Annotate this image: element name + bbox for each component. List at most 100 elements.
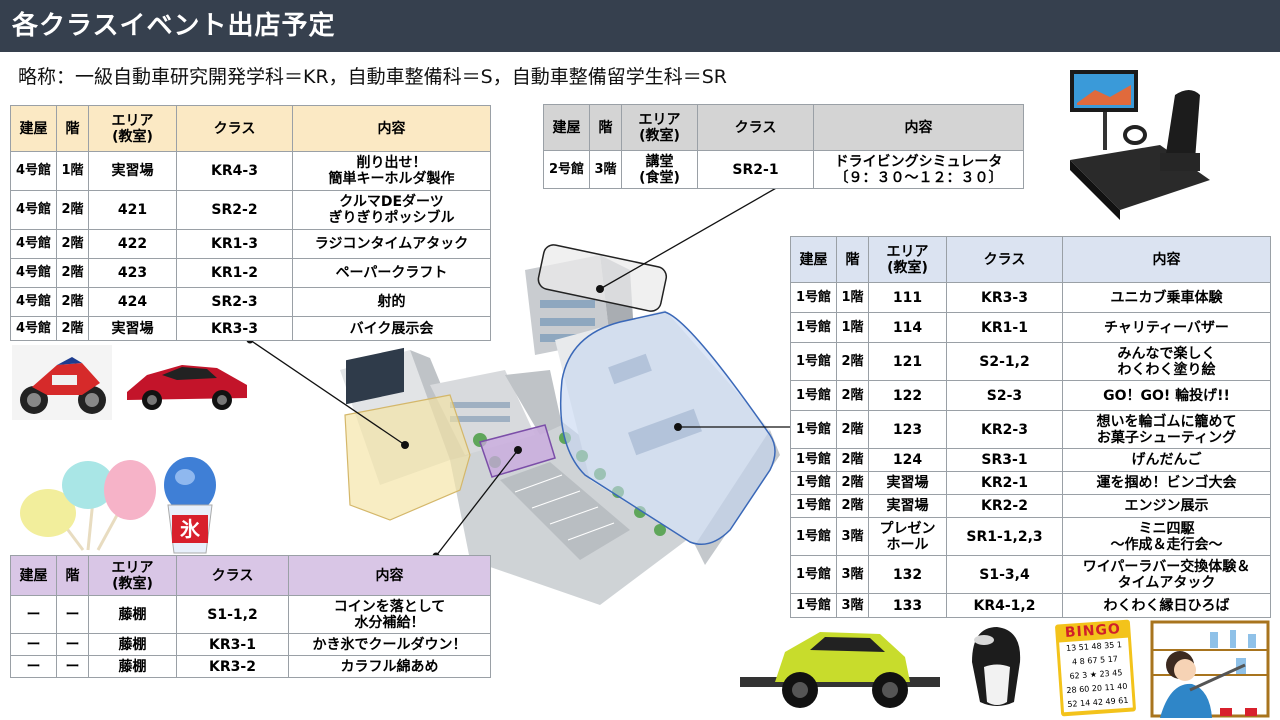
cell-class: S2-1,2 <box>946 342 1063 381</box>
cell-building: 1号館 <box>790 410 837 449</box>
cell-class: KR1-1 <box>946 312 1063 343</box>
cell-content: ユニカブ乗車体験 <box>1062 282 1271 313</box>
cell-floor: 2階 <box>56 316 89 341</box>
cell-content: 削り出せ！ 簡単キーホルダ製作 <box>292 151 491 191</box>
cell-building: 4号館 <box>10 258 57 288</box>
cell-content: ミニ四駆 ～作成＆走行会～ <box>1062 517 1271 556</box>
mini-4wd-image <box>740 632 940 708</box>
cell-floor: ー <box>56 595 89 634</box>
header-content: 内容 <box>813 104 1024 151</box>
header-floor: 階 <box>589 104 622 151</box>
cell-building: 4号館 <box>10 316 57 341</box>
cell-class: SR2-2 <box>176 190 293 230</box>
cell-floor: 3階 <box>836 555 869 594</box>
cell-class: KR2-2 <box>946 494 1063 518</box>
motorcycle-image <box>12 345 112 420</box>
cell-area: 133 <box>868 593 947 618</box>
cell-content: バイク展示会 <box>292 316 491 341</box>
cell-class: SR2-1 <box>697 150 814 189</box>
cell-floor: 3階 <box>589 150 622 189</box>
cell-floor: 2階 <box>56 258 89 288</box>
cell-floor: ー <box>56 655 89 678</box>
cell-content: かき氷でクールダウン！ <box>288 633 491 656</box>
unicub-image <box>972 627 1021 706</box>
cell-content: わくわく縁日ひろば <box>1062 593 1271 618</box>
cell-floor: 1階 <box>836 282 869 313</box>
cell-content: みんなで楽しく わくわく塗り絵 <box>1062 342 1271 381</box>
cell-floor: 2階 <box>56 229 89 259</box>
header-content: 内容 <box>1062 236 1271 283</box>
cell-area: 123 <box>868 410 947 449</box>
cell-building: 4号館 <box>10 287 57 317</box>
cell-floor: 2階 <box>836 448 869 472</box>
header-area: エリア (教室) <box>621 104 698 151</box>
abbreviation-legend: 略称：一級自動車研究開発学科＝KR，自動車整備科＝S，自動車整備留学生科＝SR <box>18 66 727 88</box>
cell-area: 132 <box>868 555 947 594</box>
cell-floor: 2階 <box>56 190 89 230</box>
cell-class: SR1-1,2,3 <box>946 517 1063 556</box>
cell-area: 実習場 <box>868 494 947 518</box>
cell-content: エンジン展示 <box>1062 494 1271 518</box>
cell-floor: 2階 <box>836 380 869 411</box>
cell-building: 1号館 <box>790 342 837 381</box>
cell-class: KR4-1,2 <box>946 593 1063 618</box>
cell-area: 114 <box>868 312 947 343</box>
sports-car-image <box>127 365 247 410</box>
cell-building: 4号館 <box>10 229 57 259</box>
cell-class: KR3-2 <box>176 655 289 678</box>
cell-area: 実習場 <box>868 471 947 495</box>
cell-content: 想いを輪ゴムに籠めて お菓子シューティング <box>1062 410 1271 449</box>
cell-content: ワイパーラバー交換体験＆ タイムアタック <box>1062 555 1271 594</box>
cell-class: S1-1,2 <box>176 595 289 634</box>
cell-area: 実習場 <box>88 316 177 341</box>
cell-building: ー <box>10 655 57 678</box>
header-area: エリア (教室) <box>88 105 177 152</box>
cell-content: ペーパークラフト <box>292 258 491 288</box>
cell-content: ドライビングシミュレータ 〔９：３０～１２：３０〕 <box>813 150 1024 189</box>
header-floor: 階 <box>836 236 869 283</box>
cell-class: SR2-3 <box>176 287 293 317</box>
shooting-gallery-image <box>1150 620 1270 718</box>
cell-content: チャリティーバザー <box>1062 312 1271 343</box>
cell-class: KR3-3 <box>946 282 1063 313</box>
page-title: 各クラスイベント出店予定 <box>0 0 1280 52</box>
header-class: クラス <box>697 104 814 151</box>
cell-content: げんだんご <box>1062 448 1271 472</box>
cell-building: 1号館 <box>790 471 837 495</box>
header-building: 建屋 <box>790 236 837 283</box>
cell-floor: ー <box>56 633 89 656</box>
cell-content: ラジコンタイムアタック <box>292 229 491 259</box>
cell-area: 121 <box>868 342 947 381</box>
cell-floor: 3階 <box>836 593 869 618</box>
header-floor: 階 <box>56 555 89 596</box>
header-content: 内容 <box>292 105 491 152</box>
cell-class: S1-3,4 <box>946 555 1063 594</box>
cell-floor: 2階 <box>836 410 869 449</box>
driving-simulator-image <box>1070 70 1210 220</box>
cell-building: 4号館 <box>10 151 57 191</box>
header-floor: 階 <box>56 105 89 152</box>
ice-sign-text: 氷 <box>180 517 200 541</box>
bingo-card-image: BINGO 13 51 48 35 1 4 8 67 5 17 62 3 ★ 2… <box>1054 619 1137 717</box>
header-area: エリア (教室) <box>868 236 947 283</box>
cell-building: 1号館 <box>790 593 837 618</box>
